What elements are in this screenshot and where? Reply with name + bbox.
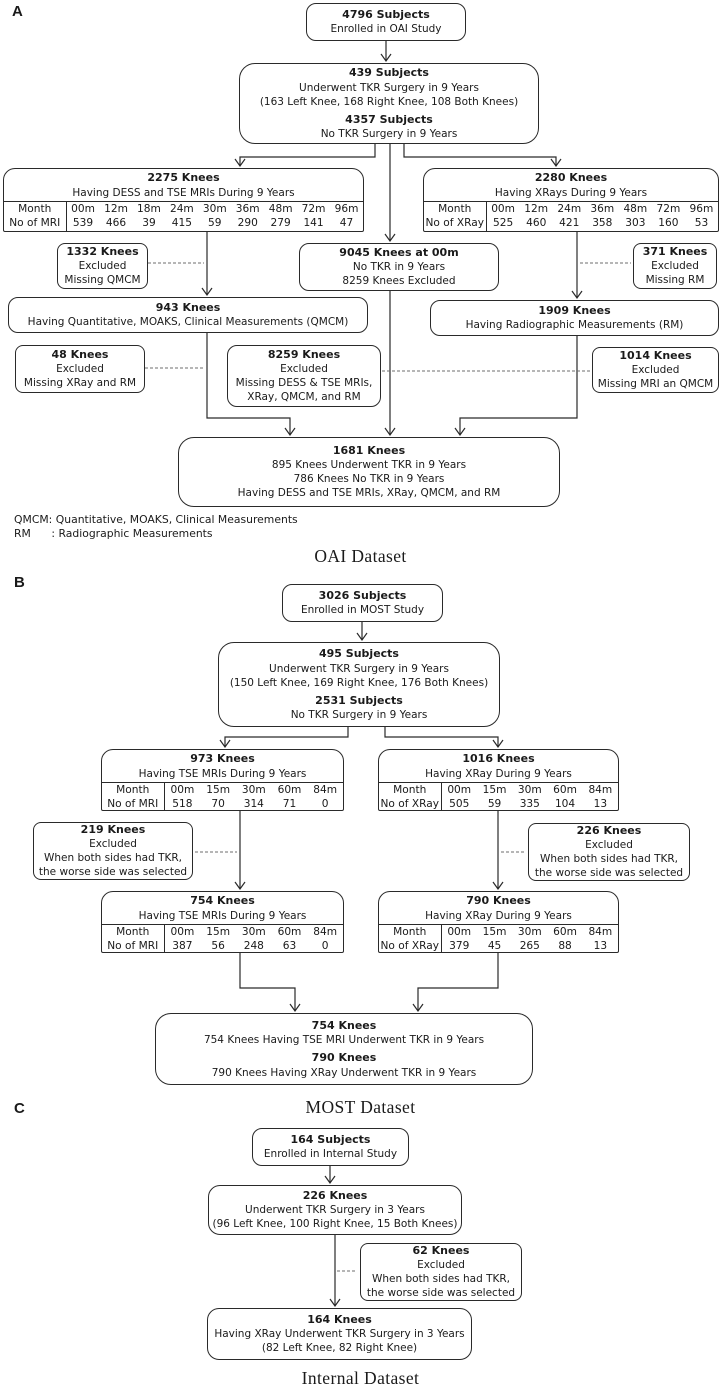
oai-dataset-label: OAI Dataset: [314, 546, 407, 566]
panel-a-label: A: [12, 3, 23, 20]
footnote-rm: RM : Radiographic Measurements: [14, 527, 213, 540]
panel-c-label: C: [14, 1100, 25, 1117]
footnote-qmcm: QMCM: Quantitative, MOAKS, Clinical Meas…: [14, 513, 298, 526]
most-dataset-label: MOST Dataset: [305, 1097, 416, 1117]
panel-b-label: B: [14, 574, 25, 591]
internal-dataset-label: Internal Dataset: [301, 1368, 420, 1388]
